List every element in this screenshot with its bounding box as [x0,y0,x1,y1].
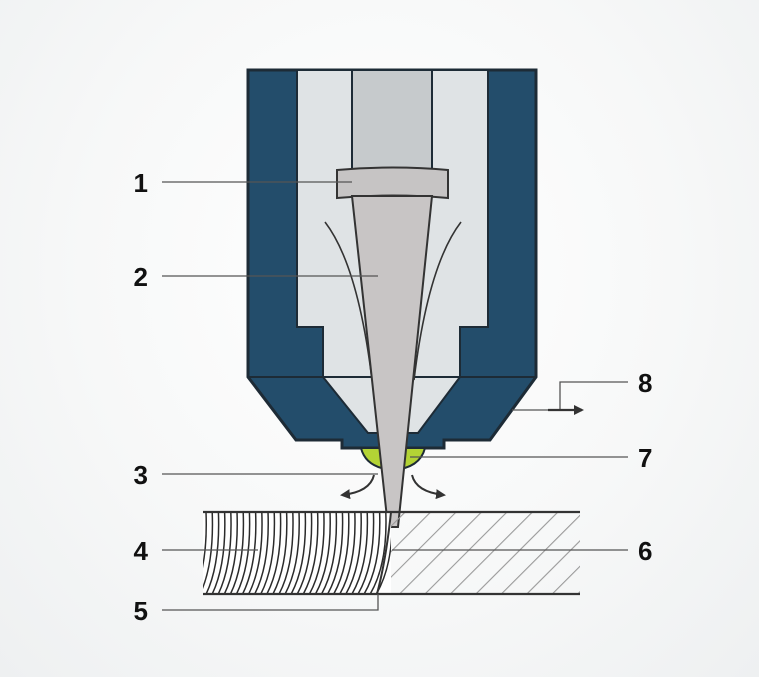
kerf-striation-line [254,512,269,594]
cut-direction-line [512,381,628,411]
workpiece-uncut [391,512,580,594]
kerf-striation-line [302,512,319,594]
kerf-striation-line [223,512,238,594]
callout-4: 4 [134,536,149,566]
callout-7: 7 [638,443,652,473]
kerf-striation-line [369,512,387,594]
kerf-striation-line [345,512,362,594]
kerf-striation-line [203,512,214,590]
callout-8: 8 [638,368,652,398]
nozzle-bore [351,69,433,171]
kerf-striation-line [320,512,338,594]
kerf-striation-line [375,536,391,594]
kerf-striation-line [333,512,350,594]
kerf-striation-line [363,512,381,594]
callout-3: 3 [134,460,148,490]
cut-front-edge [376,511,392,595]
callout-6: 6 [638,536,652,566]
kerf-striation-line [241,512,257,594]
kerf-striation-line [351,512,369,594]
kerf-striation-line [205,512,220,594]
kerf-striation-line [327,512,344,594]
kerf-striation-line [314,512,331,594]
gas-flow-right [413,221,462,381]
callout-1: 1 [134,168,148,198]
focusing-lens [336,166,449,200]
kerf-striation-line [296,512,313,594]
kerf-striation-line [284,512,300,594]
gas-arrow-right [411,474,446,500]
kerf-striation-line [235,512,251,594]
kerf-striation-line [339,512,356,594]
kerf-striation-line [308,512,325,594]
gas-arrow-left [340,474,375,500]
kerf-striation-line [290,512,307,594]
kerf-striation-line [248,512,263,594]
kerf-striation-line [266,512,282,594]
kerf-striations [203,512,391,594]
kerf-striation-line [272,512,288,594]
kerf-striation-line [357,512,375,594]
callout-2: 2 [134,262,148,292]
kerf-striation-line [203,512,207,569]
kerf-striation-line [260,512,276,594]
kerf-striation-line [211,512,226,594]
kerf-striation-line [278,512,294,594]
callout-5: 5 [134,596,148,626]
kerf-striation-line [229,512,245,594]
kerf-striation-line [217,512,232,594]
leader-line-5 [162,594,379,611]
